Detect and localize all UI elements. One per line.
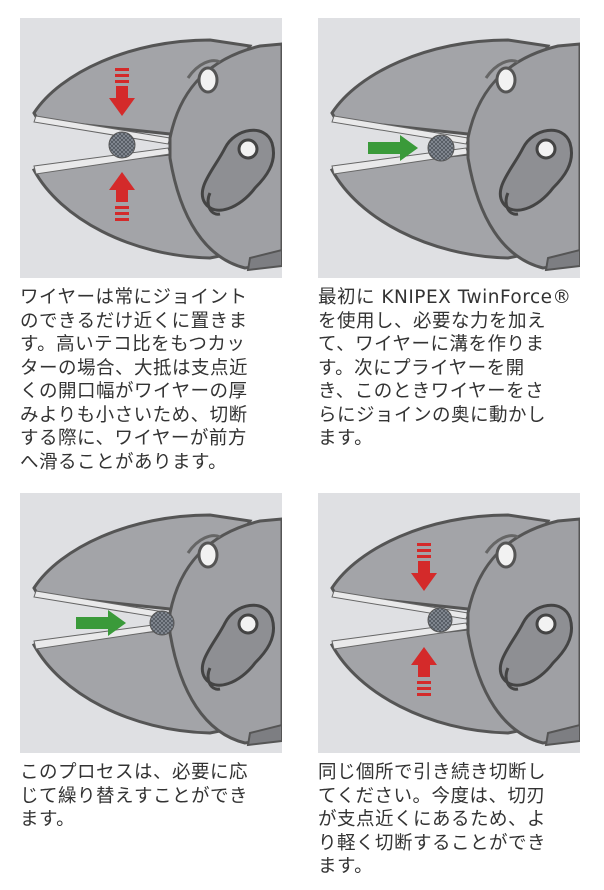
text-line: へ滑ることがあります。 xyxy=(20,451,228,473)
down-arrow-icon xyxy=(411,543,437,591)
text-line: らにジョインの奥に動かし xyxy=(318,404,547,426)
step-3-description: このプロセスは、必要に応 じて繰り替えすことができ ます。 xyxy=(20,761,282,832)
cutter-illustration-step-1 xyxy=(20,18,282,278)
right-arrow-icon xyxy=(368,135,418,161)
text-line: のできるだけ近くに置きま xyxy=(20,310,248,332)
wire-icon xyxy=(427,607,453,633)
right-arrow-icon xyxy=(76,610,126,636)
text-line: ます。 xyxy=(318,428,374,449)
text-line: ます。 xyxy=(318,856,374,877)
down-arrow-icon xyxy=(109,68,135,116)
wire-icon xyxy=(427,134,455,162)
step-3-panel: このプロセスは、必要に応 じて繰り替えすことができ ます。 xyxy=(20,493,282,832)
step-4-panel: 同じ個所で引き続き切断し てください。今度は、切刃 が支点近くにあるため、よ り… xyxy=(318,493,580,879)
cutter-illustration-step-2 xyxy=(318,18,580,278)
text-line: じて繰り替えすことができ xyxy=(20,785,249,807)
step-2-description: 最初に KNIPEX TwinForce® を使用し、必要な力を加え て、ワイヤ… xyxy=(318,286,580,451)
text-line: 最初に KNIPEX TwinForce® xyxy=(318,287,572,308)
step-2-panel: 最初に KNIPEX TwinForce® を使用し、必要な力を加え て、ワイヤ… xyxy=(318,18,580,451)
text-line: り軽く切断することができ xyxy=(318,832,547,854)
text-line: き、このときワイヤーをさ xyxy=(318,381,545,402)
text-line: くの開口幅がワイヤーの厚 xyxy=(20,381,248,402)
up-arrow-icon xyxy=(109,172,135,221)
step-4-description: 同じ個所で引き続き切断し てください。今度は、切刃 が支点近くにあるため、よ り… xyxy=(318,761,580,879)
text-line: す。高いテコ比をもつカッ xyxy=(20,334,246,355)
step-1-panel: ワイヤーは常にジョイント のできるだけ近くに置きま す。高いテコ比をもつカッ タ… xyxy=(20,18,282,474)
wire-icon xyxy=(149,610,175,636)
cutter-illustration-step-4 xyxy=(318,493,580,753)
wire-icon xyxy=(108,131,136,159)
text-line: て、ワイヤーに溝を作りま xyxy=(318,334,545,355)
text-line: 同じ個所で引き続き切断し xyxy=(318,762,547,783)
step-1-description: ワイヤーは常にジョイント のできるだけ近くに置きま す。高いテコ比をもつカッ タ… xyxy=(20,286,282,474)
text-line: このプロセスは、必要に応 xyxy=(20,762,249,783)
text-line: を使用し、必要な力を加え xyxy=(318,310,547,332)
text-line: ます。 xyxy=(20,809,76,830)
text-line: みよりも小さいため、切断 xyxy=(20,404,248,426)
cutter-illustration-step-3 xyxy=(20,493,282,753)
text-line: する際に、ワイヤーが前方 xyxy=(20,428,247,449)
text-line: ターの場合、大抵は支点近 xyxy=(20,357,249,379)
text-line: す。次にプライヤーを開 xyxy=(318,357,525,379)
text-line: が支点近くにあるため、よ xyxy=(318,809,547,830)
text-line: てください。今度は、切刃 xyxy=(318,785,546,807)
text-line: ワイヤーは常にジョイント xyxy=(20,287,248,308)
up-arrow-icon xyxy=(411,647,437,696)
